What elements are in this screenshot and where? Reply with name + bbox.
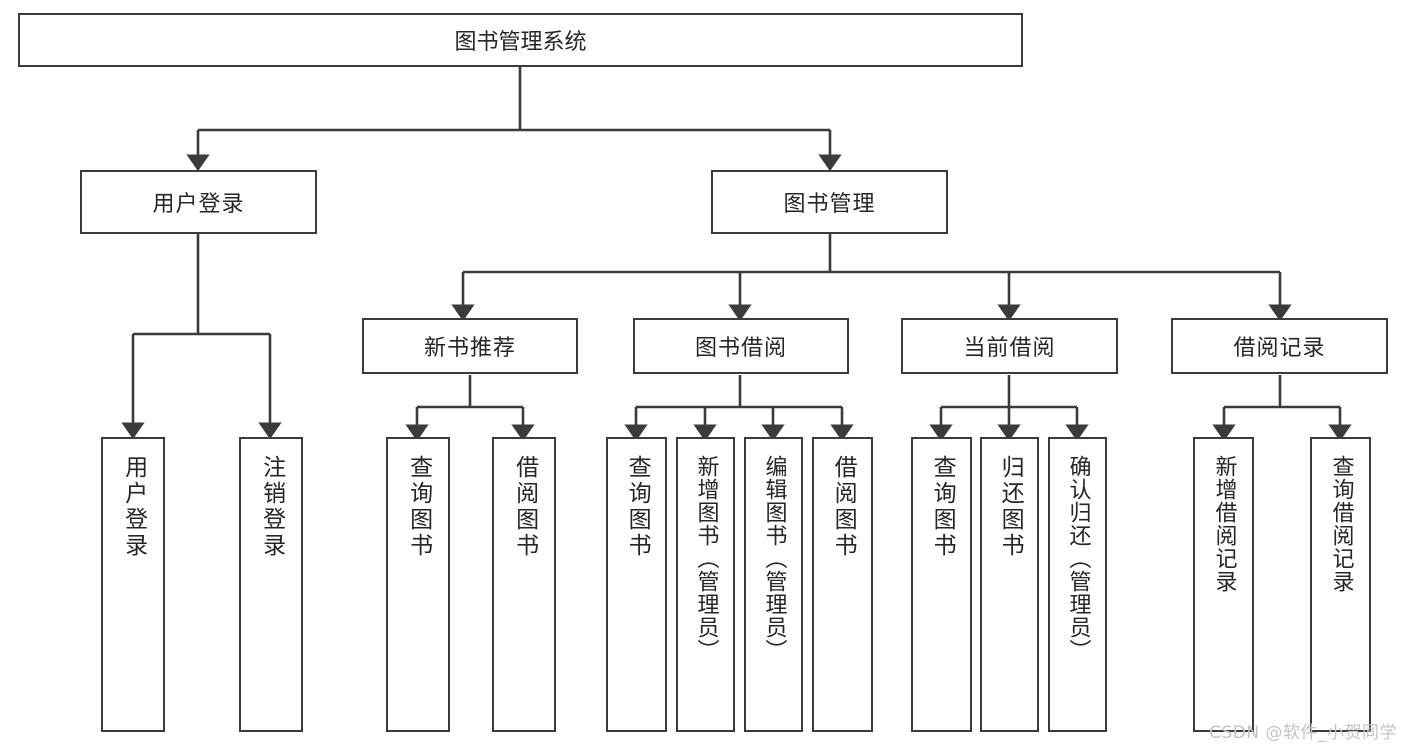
leaf-new-book-query[interactable]: 查询图书 [386,437,450,732]
leaf-label: 借阅图书 [511,455,538,559]
leaf-label: 确认归还（管理员） [1065,455,1091,662]
leaf-book-borrow-lend[interactable]: 借阅图书 [812,437,873,732]
node-root[interactable]: 图书管理系统 [18,13,1023,67]
node-user-login[interactable]: 用户登录 [80,170,317,234]
leaf-label: 借阅图书 [830,455,857,559]
leaf-borrow-record-add[interactable]: 新增借阅记录 [1193,437,1254,732]
leaf-book-borrow-query[interactable]: 查询图书 [606,437,667,732]
leaf-new-book-borrow[interactable]: 借阅图书 [492,437,556,732]
leaf-current-borrow-query[interactable]: 查询图书 [911,437,972,732]
leaf-user-login-signin[interactable]: 用户登录 [101,437,165,732]
node-root-label: 图书管理系统 [454,30,587,55]
leaf-book-borrow-edit[interactable]: 编辑图书（管理员） [744,437,803,732]
node-new-book-recommend-label: 新书推荐 [423,336,516,361]
node-user-login-label: 用户登录 [152,192,245,217]
leaf-book-borrow-add[interactable]: 新增图书（管理员） [676,437,735,732]
leaf-label: 注销登录 [258,455,285,559]
leaf-current-borrow-return[interactable]: 归还图书 [980,437,1039,732]
leaf-current-borrow-confirm[interactable]: 确认归还（管理员） [1048,437,1107,732]
leaf-user-login-signout[interactable]: 注销登录 [239,437,303,732]
leaf-label: 查询图书 [624,455,651,559]
node-book-manage-label: 图书管理 [783,192,876,217]
leaf-borrow-record-query[interactable]: 查询借阅记录 [1310,437,1371,732]
node-book-borrow[interactable]: 图书借阅 [633,318,849,374]
node-borrow-record-label: 借阅记录 [1233,336,1326,361]
leaf-label: 新增借阅记录 [1211,455,1237,593]
node-new-book-recommend[interactable]: 新书推荐 [362,318,578,374]
leaf-label: 查询借阅记录 [1328,455,1354,593]
node-current-borrow[interactable]: 当前借阅 [901,318,1118,374]
node-book-manage[interactable]: 图书管理 [711,170,948,234]
leaf-label: 新增图书（管理员） [693,455,719,662]
node-borrow-record[interactable]: 借阅记录 [1171,318,1388,374]
watermark: CSDN @软件_小贺同学 [1209,723,1397,743]
leaf-label: 归还图书 [997,455,1024,559]
node-current-borrow-label: 当前借阅 [963,336,1056,361]
node-book-borrow-label: 图书借阅 [694,336,787,361]
leaf-label: 编辑图书（管理员） [761,455,787,662]
leaf-label: 查询图书 [405,455,432,559]
leaf-label: 用户登录 [120,455,147,559]
leaf-label: 查询图书 [929,455,956,559]
